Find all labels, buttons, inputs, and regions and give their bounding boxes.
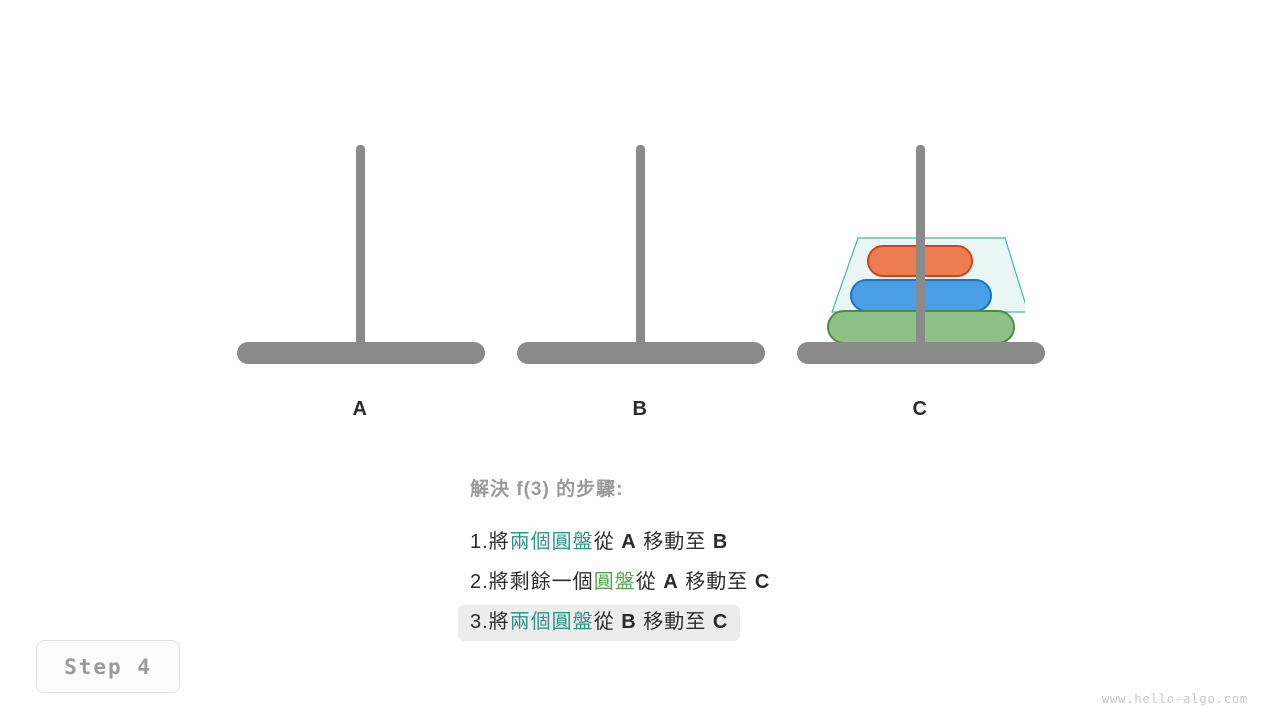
caption-title: 解決 f(3) 的步驟: bbox=[470, 479, 624, 500]
step-text-mid: 從 bbox=[635, 571, 657, 593]
watermark: www.hello-algo.com bbox=[1102, 691, 1248, 706]
tower-a: A bbox=[230, 0, 490, 440]
step-badge: Step 4 bbox=[36, 640, 180, 693]
tower-b: B bbox=[510, 0, 770, 440]
tower-a-pillar bbox=[356, 145, 365, 353]
step-source-peg: A bbox=[621, 531, 637, 553]
step-verb: 移動至 bbox=[643, 611, 707, 633]
step-number: 2. bbox=[470, 571, 489, 593]
step-target-peg: B bbox=[712, 531, 729, 553]
tower-b-pillar bbox=[636, 145, 645, 353]
step-source-peg: B bbox=[621, 611, 637, 633]
step-text-pre: 將 bbox=[488, 611, 510, 633]
step-number: 3. bbox=[470, 611, 489, 633]
tower-c-base bbox=[797, 342, 1045, 364]
step-row-2: 2.將剩餘一個圓盤從 A 移動至 C bbox=[458, 565, 782, 601]
tower-c: C bbox=[790, 0, 1050, 440]
step-emphasis: 兩個圓盤 bbox=[509, 611, 594, 633]
step-list: 1.將兩個圓盤從 A 移動至 B 2.將剩餘一個圓盤從 A 移動至 C 3.將兩… bbox=[458, 525, 990, 645]
step-item-1: 1.將兩個圓盤從 A 移動至 B bbox=[470, 525, 990, 565]
step-text-mid: 從 bbox=[593, 531, 615, 553]
tower-a-base bbox=[237, 342, 485, 364]
step-text-mid: 從 bbox=[593, 611, 615, 633]
step-text-pre: 將 bbox=[488, 531, 510, 553]
step-badge-label: Step 4 bbox=[64, 654, 152, 679]
caption-block: 解決 f(3) 的步驟: 1.將兩個圓盤從 A 移動至 B 2.將剩餘一個圓盤從… bbox=[458, 474, 990, 645]
step-row-1: 1.將兩個圓盤從 A 移動至 B bbox=[458, 525, 740, 561]
tower-c-pillar bbox=[916, 145, 925, 353]
step-verb: 移動至 bbox=[685, 571, 749, 593]
step-row-3: 3.將兩個圓盤從 B 移動至 C bbox=[458, 605, 741, 641]
step-target-peg: C bbox=[754, 571, 771, 593]
step-source-peg: A bbox=[663, 571, 679, 593]
step-target-peg: C bbox=[712, 611, 729, 633]
step-emphasis: 圓盤 bbox=[593, 571, 636, 593]
step-text-pre: 將剩餘一個 bbox=[488, 571, 594, 593]
step-verb: 移動至 bbox=[643, 531, 707, 553]
step-item-2: 2.將剩餘一個圓盤從 A 移動至 C bbox=[470, 565, 990, 605]
step-emphasis: 兩個圓盤 bbox=[509, 531, 594, 553]
tower-b-label: B bbox=[632, 398, 648, 420]
tower-b-base bbox=[517, 342, 765, 364]
tower-c-label: C bbox=[912, 398, 928, 420]
tower-a-label: A bbox=[352, 398, 368, 420]
step-item-3: 3.將兩個圓盤從 B 移動至 C bbox=[458, 605, 990, 645]
step-number: 1. bbox=[470, 531, 489, 553]
watermark-text: www.hello-algo.com bbox=[1101, 691, 1248, 706]
